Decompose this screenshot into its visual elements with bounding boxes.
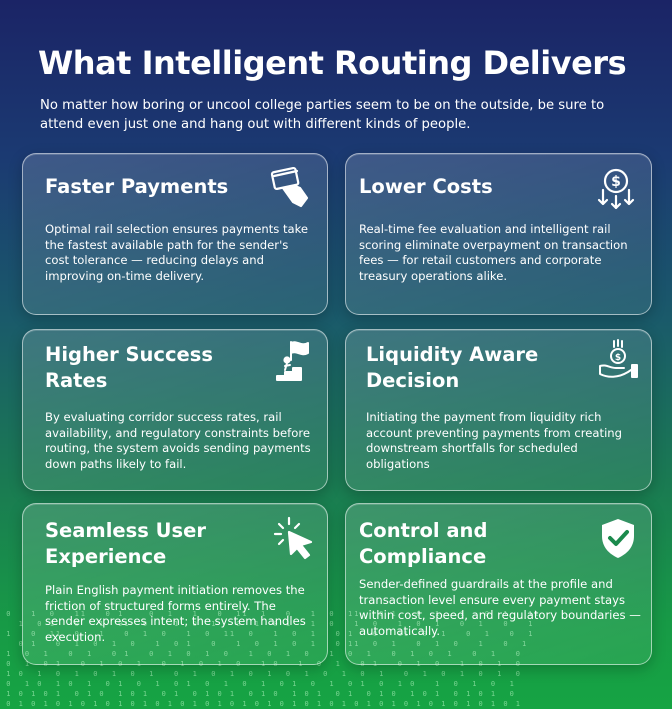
hand-holding-coin-icon: $ xyxy=(596,338,640,382)
page-title: What Intelligent Routing Delivers xyxy=(38,44,627,82)
card-seamless-user-experience: Seamless User Experience Plain English p… xyxy=(22,503,328,665)
card-higher-success-rates: Higher Success Rates By evaluating corri… xyxy=(22,329,328,491)
card-body: Optimal rail selection ensures payments … xyxy=(45,222,309,283)
card-liquidity-aware-decision: Liquidity Aware Decision Initiating the … xyxy=(345,329,652,491)
svg-text:$: $ xyxy=(611,174,621,190)
svg-text:$: $ xyxy=(615,353,621,363)
flag-on-stairs-icon xyxy=(273,338,317,382)
card-title: Lower Costs xyxy=(359,175,493,198)
card-title: Higher Success Rates xyxy=(45,343,213,392)
card-body: Initiating the payment from liquidity ri… xyxy=(366,410,623,471)
shield-check-icon xyxy=(596,516,640,560)
cursor-click-icon xyxy=(273,516,317,560)
card-body: Plain English payment initiation removes… xyxy=(45,583,306,644)
card-title: Control and Compliance xyxy=(359,519,488,568)
card-in-hand-icon xyxy=(267,166,311,210)
card-body: Sender-defined guardrails at the profile… xyxy=(359,577,641,638)
card-title: Liquidity Aware Decision xyxy=(366,343,539,392)
card-title: Seamless User Experience xyxy=(45,519,206,568)
card-control-and-compliance: Control and Compliance Sender-defined gu… xyxy=(345,503,652,665)
card-body: By evaluating corridor success rates, ra… xyxy=(45,410,311,471)
dollar-coin-arrows-down-icon: $ xyxy=(594,166,638,210)
card-title: Faster Payments xyxy=(45,175,229,198)
card-faster-payments: Faster Payments Optimal rail selection e… xyxy=(22,153,328,315)
card-body: Real-time fee evaluation and intelligent… xyxy=(359,222,628,283)
card-lower-costs: Lower Costs Real-time fee evaluation and… xyxy=(345,153,652,315)
page-subtitle: No matter how boring or uncool college p… xyxy=(40,98,605,132)
